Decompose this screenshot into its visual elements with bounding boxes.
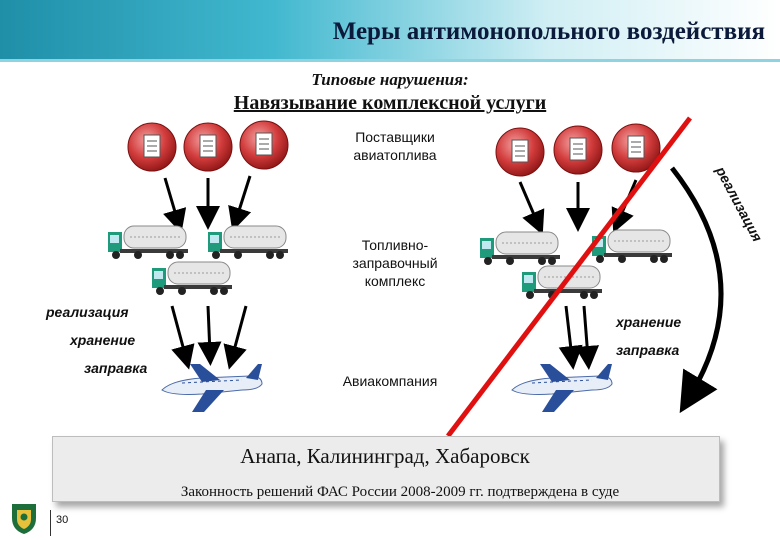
- fuel-truck-icon: [480, 232, 560, 265]
- fuel-truck-icon: [152, 262, 232, 295]
- page-divider: [50, 510, 51, 536]
- airplane-icon: [512, 364, 612, 412]
- supplier-icon: [128, 123, 176, 171]
- supplier-icon: [184, 123, 232, 171]
- fuel-truck-icon: [108, 226, 188, 259]
- legal-note: Законность решений ФАС России 2008-2009 …: [40, 484, 760, 501]
- curved-arrow: [672, 168, 721, 396]
- left-service-sale: реализация: [46, 304, 129, 320]
- fuel-complex-line3: комплекс: [330, 272, 460, 290]
- left-service-refuel: заправка: [84, 360, 147, 376]
- fuel-complex-line2: заправочный: [330, 254, 460, 272]
- suppliers-label-line1: Поставщики: [330, 128, 460, 146]
- airline-label: Авиакомпания: [320, 372, 460, 390]
- left-service-storage: хранение: [70, 332, 135, 348]
- supplier-icon: [496, 128, 544, 176]
- right-service-storage: хранение: [616, 314, 681, 330]
- cities-text: Анапа, Калининград, Хабаровск: [52, 444, 718, 469]
- page-number: 30: [56, 514, 68, 526]
- fuel-truck-icon: [208, 226, 288, 259]
- supplier-icon: [554, 126, 602, 174]
- suppliers-label-line2: авиатоплива: [330, 146, 460, 164]
- right-service-refuel: заправка: [616, 342, 679, 358]
- supplier-icon: [240, 121, 288, 169]
- fuel-complex-line1: Топливно-: [330, 236, 460, 254]
- airplane-icon: [162, 364, 262, 412]
